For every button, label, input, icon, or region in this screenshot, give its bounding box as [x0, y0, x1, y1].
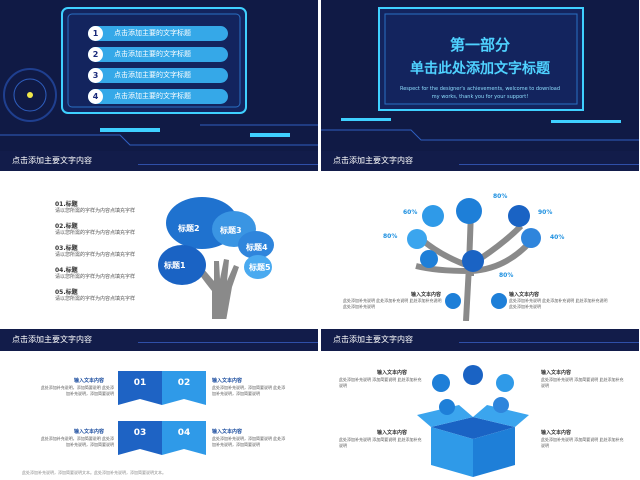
menu-number: 3: [88, 68, 103, 83]
slide-thumbnail-3[interactable]: 01.标题 请以您所需的字样为内容点填充字样 02.标题 请以您所需的字样为内容…: [0, 161, 318, 319]
slide2-footer-text: 点击添加主要文字内容: [333, 156, 413, 165]
percent-label: 40%: [550, 234, 565, 241]
label-desc-3: 此处添加补充说明，添加简要说明 此处添加补充说明，添加简要说明: [40, 436, 114, 447]
percent-label: 80%: [499, 272, 514, 279]
open-box-graphic: [417, 365, 529, 477]
icon-tree-graphic: [407, 198, 541, 321]
tech-frame-graphic: [321, 7, 639, 141]
bubble-label-4: 标题4: [246, 243, 268, 252]
label-title-1: 输入文本内容: [377, 370, 408, 376]
item-desc-5: 请以您所需的字样为内容点填充字样: [55, 296, 136, 302]
label-desc-1: 此处添加补充说明 添加简要说明 此处添加补充说明: [339, 377, 422, 388]
label-desc-2: 此处添加补充说明，添加简要说明 此处添加补充说明，添加简要说明: [212, 385, 286, 396]
item-desc-2: 请以您所需的字样为内容点填充字样: [55, 230, 136, 236]
left-text-desc: 此处添加补充说明 此处添加补充说明 此处添加补充说明 此处添加补充说明: [343, 298, 442, 309]
bubble-label-3: 标题3: [220, 226, 242, 235]
section-title: 第一部分: [449, 36, 510, 54]
item-title-3: 03.标题: [55, 245, 78, 252]
ribbon-tails: [118, 395, 206, 455]
percent-label: 80%: [383, 233, 398, 240]
label-desc-4: 此处添加补充说明 添加简要说明 此处添加补充说明: [541, 437, 624, 448]
left-text-title: 输入文本内容: [411, 292, 442, 298]
number-box-02: 02: [162, 371, 206, 395]
slide1-footer-bar: 点击添加主要文字内容: [0, 151, 318, 171]
slide-thumbnail-5[interactable]: 01 02 03 04 输入文本内容 此处添加补充说明，添加简要说明 此处添加补…: [0, 355, 318, 480]
slide-thumbnail-2[interactable]: 第一部分 单击此处添加文字标题 Respect for the designer…: [321, 0, 639, 158]
number-box-03: 03: [118, 421, 162, 445]
item-desc-1: 请以您所需的字样为内容点填充字样: [55, 208, 136, 214]
label-desc-3: 此处添加补充说明 添加简要说明 此处添加补充说明: [339, 437, 422, 448]
slide-thumbnail-1[interactable]: 1 点击添加主要的文字标题 2 点击添加主要的文字标题 3 点击添加主要的文字标题 4…: [0, 0, 318, 158]
number-box-04: 04: [162, 421, 206, 445]
item-title-4: 04.标题: [55, 267, 78, 274]
percent-label: 90%: [538, 209, 553, 216]
menu-item-1[interactable]: 1 点击添加主要的文字标题: [88, 26, 228, 41]
menu-item-4[interactable]: 4 点击添加主要的文字标题: [88, 89, 228, 104]
section-subtitle: 单击此处添加文字标题: [410, 61, 550, 77]
label-desc-2: 此处添加补充说明 添加简要说明 此处添加补充说明: [541, 377, 624, 388]
item-title-2: 02.标题: [55, 223, 78, 230]
menu-number: 2: [88, 47, 103, 62]
label-title-3: 输入文本内容: [74, 429, 105, 435]
label-desc-1: 此处添加补充说明，添加简要说明 此处添加补充说明，添加简要说明: [40, 385, 114, 396]
slide4-footer-bar: 点击添加主要文字内容: [321, 329, 639, 351]
menu-item-3[interactable]: 3 点击添加主要的文字标题: [88, 68, 228, 83]
tagline-line-1: Respect for the designer's achievements,…: [399, 86, 561, 92]
tagline-line-2: my works, thank you for your support!: [431, 94, 529, 100]
hand-tree-graphic: [158, 197, 274, 319]
right-text-desc: 此处添加补充说明 此处添加补充说明 此处添加补充说明 此处添加补充说明: [509, 298, 608, 309]
label-title-4: 输入文本内容: [541, 430, 572, 436]
menu-label: 点击添加主要的文字标题: [114, 71, 191, 79]
right-text-title: 输入文本内容: [509, 292, 540, 298]
menu-item-2[interactable]: 2 点击添加主要的文字标题: [88, 47, 228, 62]
label-desc-4: 此处添加补充说明，添加简要说明 此处添加补充说明，添加简要说明: [212, 436, 286, 447]
label-title-3: 输入文本内容: [377, 430, 408, 436]
bubble-label-5: 标题5: [249, 263, 271, 272]
percent-label: 60%: [403, 209, 418, 216]
slide3-footer-bar: 点击添加主要文字内容: [0, 329, 318, 351]
slide3-footer-text: 点击添加主要文字内容: [12, 335, 92, 344]
number-box-01: 01: [118, 371, 162, 395]
slide1-footer-text: 点击添加主要文字内容: [12, 156, 92, 165]
percent-label: 80%: [493, 193, 508, 200]
label-title-2: 输入文本内容: [212, 378, 243, 384]
menu-number: 4: [88, 89, 103, 104]
label-title-2: 输入文本内容: [541, 370, 572, 376]
menu-label: 点击添加主要的文字标题: [114, 50, 191, 58]
slide-thumbnail-6[interactable]: 输入文本内容 此处添加补充说明 添加简要说明 此处添加补充说明 输入文本内容 此…: [321, 355, 639, 480]
menu-label: 点击添加主要的文字标题: [114, 92, 191, 100]
bubble-label-2: 标题2: [178, 224, 200, 233]
menu-number: 1: [88, 26, 103, 41]
bubble-label-1: 标题1: [164, 261, 186, 270]
item-title-1: 01.标题: [55, 201, 78, 208]
label-title-4: 输入文本内容: [212, 429, 243, 435]
menu-label: 点击添加主要的文字标题: [114, 29, 191, 37]
bottom-note: 此处添加补充说明，添加简要说明文本。此处添加补充说明，添加简要说明文本。: [22, 470, 166, 475]
item-title-5: 05.标题: [55, 289, 78, 296]
slide2-footer-bar: 点击添加主要文字内容: [321, 151, 639, 171]
slide4-footer-text: 点击添加主要文字内容: [333, 335, 413, 344]
slide-thumbnail-4[interactable]: 80% 60% 90% 80% 40% 80% 输入文本内容 此处添加补充说明 …: [321, 171, 639, 321]
item-desc-4: 请以您所需的字样为内容点填充字样: [55, 274, 136, 280]
item-desc-3: 请以您所需的字样为内容点填充字样: [55, 252, 136, 258]
label-title-1: 输入文本内容: [74, 378, 105, 384]
